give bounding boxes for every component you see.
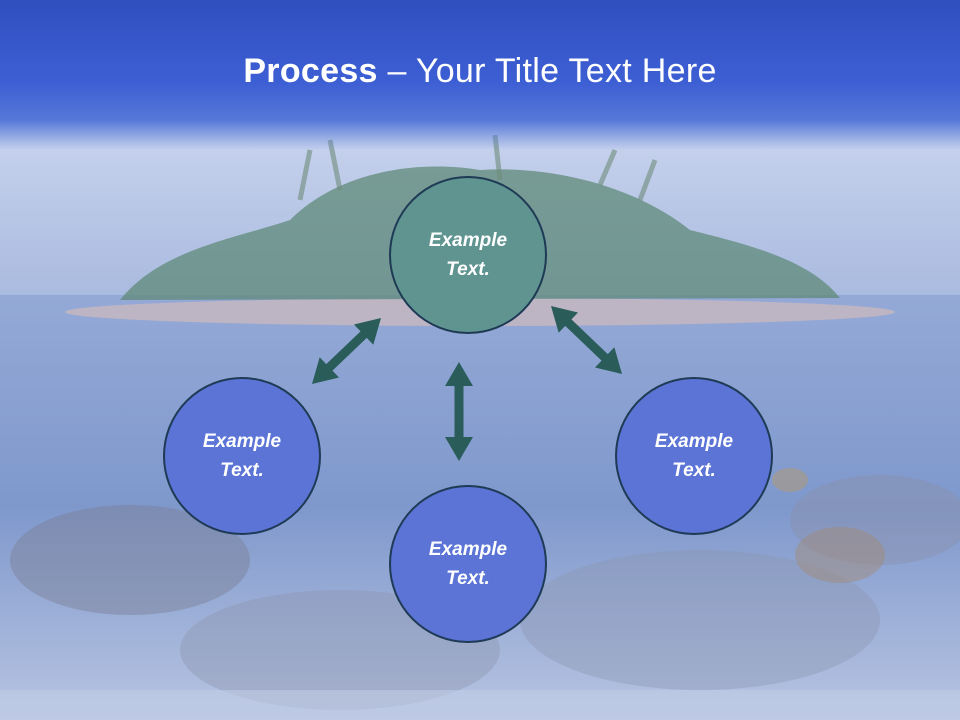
title-bold-part: Process [243, 52, 378, 90]
arrow-top-right [551, 306, 622, 374]
slide-title[interactable]: Process – Your Title Text Here [0, 52, 960, 91]
title-rest-part: – Your Title Text Here [377, 52, 717, 90]
process-circle-top[interactable]: Example Text. [389, 176, 547, 334]
process-circle-left[interactable]: Example Text. [163, 377, 321, 535]
arrow-top-bottom [445, 362, 473, 461]
process-circle-left-text: Example Text. [202, 431, 282, 481]
process-circle-right-text: Example Text. [654, 431, 734, 481]
process-circle-bottom-text: Example Text. [428, 539, 508, 589]
title-bar [0, 0, 960, 150]
arrow-top-left [312, 318, 381, 384]
process-circle-right[interactable]: Example Text. [615, 377, 773, 535]
process-circle-top-text: Example Text. [428, 230, 508, 280]
process-circle-bottom[interactable]: Example Text. [389, 485, 547, 643]
